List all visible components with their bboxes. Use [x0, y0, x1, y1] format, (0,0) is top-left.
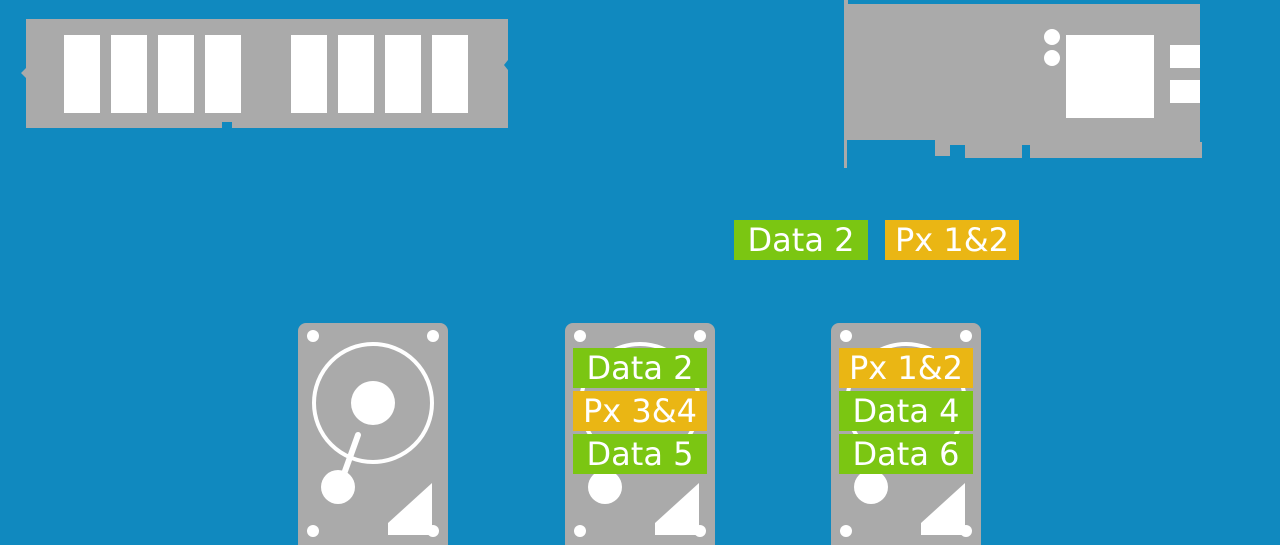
raid-controller-card-icon	[844, 0, 1202, 168]
drive-block: Data 6	[839, 434, 973, 474]
drive-block: Data 4	[839, 391, 973, 431]
drive-block: Data 5	[573, 434, 707, 474]
drive-block: Px 1&2	[839, 348, 973, 388]
ram-module-icon	[21, 19, 508, 128]
hard-drive-icon	[298, 323, 448, 545]
bus-data-block: Data 2	[734, 220, 868, 260]
drive-block: Px 3&4	[573, 391, 707, 431]
hard-drive-2: Data 2 Px 3&4 Data 5	[565, 323, 715, 545]
bus-parity-block: Px 1&2	[885, 220, 1019, 260]
hard-drive-3: Px 1&2 Data 4 Data 6	[831, 323, 981, 545]
drive-block: Data 2	[573, 348, 707, 388]
hard-drive-1	[298, 323, 448, 545]
